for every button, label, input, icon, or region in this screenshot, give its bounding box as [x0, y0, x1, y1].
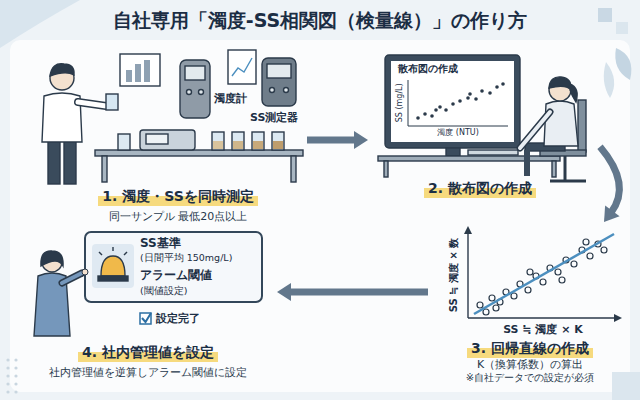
- step-heading: 3. 回帰直線の作成: [467, 340, 593, 358]
- beaker: [106, 94, 118, 110]
- desk: [378, 156, 560, 161]
- beaker: [272, 132, 284, 150]
- arrow-line: [307, 137, 356, 144]
- chart-card: [120, 54, 160, 86]
- step-heading: 1. 濁度・SSを同時測定: [98, 188, 257, 206]
- beaker: [232, 132, 244, 150]
- leg: [48, 140, 60, 184]
- leg: [64, 140, 76, 184]
- step-panel: 1. 濁度・SSを同時測定同一サンプル 最低20点以上: [20, 48, 305, 228]
- hair: [41, 251, 63, 266]
- flow-arrow: [277, 283, 428, 301]
- check-mark: [142, 313, 151, 322]
- arrow-head: [354, 131, 368, 149]
- callout-label: 濁度 (NTU): [437, 128, 479, 138]
- diagram-title: 自社専用「濁度-SS相関図（検量線）」の作り方: [0, 8, 640, 33]
- arm: [78, 102, 106, 106]
- step1-art: [42, 50, 303, 184]
- bench-device: [140, 130, 195, 150]
- turbidity-meter: [180, 60, 210, 118]
- deco-square: [598, 8, 612, 22]
- checkbox: [140, 313, 151, 324]
- deco-dots: [6, 358, 17, 393]
- beaker: [118, 134, 130, 150]
- deco-leaf: [604, 62, 614, 98]
- step-note: K（換算係数）の算出: [477, 358, 583, 372]
- hair: [50, 64, 74, 76]
- arm: [78, 102, 106, 106]
- callout-label: 散布図の作成: [398, 63, 458, 75]
- scatter-dots: [416, 82, 505, 120]
- corner-shape: [0, 0, 80, 48]
- lab-table: [95, 150, 303, 156]
- ss-meter: [262, 58, 296, 106]
- chair: [578, 100, 586, 152]
- callout-label: SS ≒ 濁度 × 数: [448, 238, 460, 313]
- step-heading: 2. 散布図の作成: [424, 180, 536, 198]
- arrow-head: [604, 205, 620, 222]
- step-heading: 4. 社内管理値を設定: [78, 344, 218, 362]
- callout-label: SS (mg/L): [394, 84, 404, 123]
- arrow-head: [277, 283, 291, 301]
- screen: [391, 61, 514, 142]
- ground-panel: [10, 40, 630, 392]
- beaker: [212, 132, 224, 150]
- arrow-line: [289, 289, 428, 296]
- callout-label: SS ≒ 濁度 × K: [503, 323, 583, 336]
- step-panel: 3. 回帰直線の作成K（換算係数）の算出※自社データでの設定が必須: [430, 222, 630, 390]
- torso: [544, 101, 578, 146]
- step-note: ※自社データでの設定が必須: [466, 372, 594, 385]
- step3-art: [464, 226, 622, 322]
- deco-square: [612, 372, 640, 400]
- flow-arrow: [307, 131, 368, 149]
- callout-label: 設定完了: [156, 312, 200, 325]
- arrow-line: [600, 147, 619, 213]
- x-axis: [468, 317, 616, 318]
- callout-label: アラーム閾値: [140, 268, 212, 282]
- hair: [549, 77, 577, 102]
- callout-label: SS測定器: [250, 111, 298, 124]
- deco-leaf: [615, 48, 631, 80]
- alarm-lamp: [101, 256, 125, 276]
- step2-art: [378, 55, 586, 181]
- deco-square: [616, 22, 628, 34]
- beaker: [252, 132, 264, 150]
- keyboard: [468, 150, 518, 155]
- regression-line: [474, 234, 614, 314]
- callout-label: SS基準: [140, 236, 181, 250]
- alarm-tile: [92, 244, 134, 288]
- flow-arrow: [600, 147, 620, 222]
- monitor: [385, 55, 520, 148]
- callout-label: 濁度計: [214, 92, 247, 105]
- step4-art: [34, 232, 262, 336]
- step-note: 社内管理値を逆算しアラーム閾値に設定: [49, 366, 247, 380]
- step-note: 同一サンプル 最低20点以上: [109, 210, 248, 224]
- alarm-display: [85, 232, 262, 302]
- y-axis: [467, 232, 468, 318]
- chart-card: [228, 50, 256, 84]
- callout-label: (閾値設定): [140, 285, 187, 296]
- callout-label: (日間平均 150mg/L): [140, 252, 232, 263]
